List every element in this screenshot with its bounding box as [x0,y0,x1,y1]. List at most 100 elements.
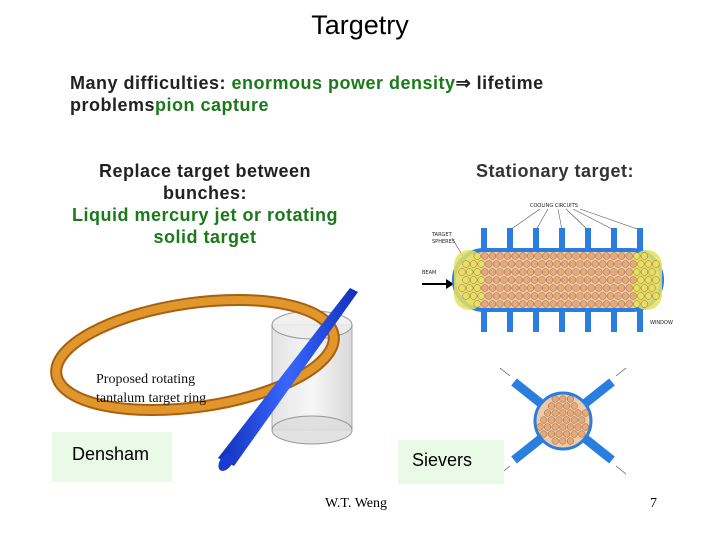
cross-sphere [544,409,552,417]
target-sphere [629,276,637,284]
cross-sphere [551,437,559,445]
diagram-pointer-lines [451,208,641,259]
stationary-target-heading: Stationary target: [475,161,635,181]
target-sphere [644,260,653,268]
intro-part-2: enormous power density [231,73,456,93]
target-sphere [538,292,546,300]
target-sphere [477,292,485,300]
target-sphere [640,284,649,292]
target-sphere [519,252,527,260]
target-sphere [614,292,622,300]
target-sphere [496,268,504,276]
target-sphere [553,292,561,300]
target-sphere [644,292,653,300]
target-sphere [583,276,592,284]
target-sphere [473,252,481,260]
target-sphere [610,300,618,308]
target-sphere [515,260,523,268]
target-sphere [553,260,561,268]
target-sphere [599,292,607,300]
target-sphere [633,284,641,292]
target-sphere [557,252,565,260]
tantalum-ring [50,293,340,417]
target-sphere [572,268,580,276]
target-sphere [511,268,519,276]
target-sphere [526,268,535,276]
target-sphere [561,260,569,268]
target-sphere [496,300,504,308]
target-sphere [579,300,588,308]
target-sphere [541,300,550,308]
target-sphere [541,268,550,276]
target-sphere [488,300,497,308]
cross-sphere [566,409,574,417]
target-sphere [553,276,561,284]
label-beam: BEAM [422,270,436,276]
target-sphere [488,284,497,292]
target-sphere [507,292,516,300]
target-sphere [633,252,641,260]
cooling-pipes-top [481,228,643,250]
target-sphere [564,252,573,260]
target-sphere [515,292,523,300]
target-sphere [545,292,554,300]
target-sphere [458,268,466,276]
target-sphere [545,276,554,284]
target-sphere [621,276,630,284]
target-sphere [462,276,470,284]
target-sphere [557,284,565,292]
target-sphere [625,252,633,260]
target-sphere [576,276,584,284]
replace-target-text: Replace target between bunches: Liquid m… [30,160,380,248]
target-sphere [500,276,508,284]
cross-sphere [563,430,571,438]
target-sphere [500,260,508,268]
target-sphere [485,276,493,284]
target-sphere [523,276,531,284]
target-sphere [637,260,645,268]
target-sphere [523,292,531,300]
cross-sphere [559,409,567,417]
target-sphere [625,284,633,292]
target-sphere [481,268,489,276]
target-sphere [640,300,649,308]
target-spheres [458,252,660,308]
target-sphere [561,292,569,300]
cross-sphere [559,395,567,403]
target-sphere [610,252,618,260]
target-sphere [629,292,637,300]
target-sphere [549,300,557,308]
credit-sievers: Sievers [398,440,504,484]
target-sphere [469,276,478,284]
rotating-target-illustration [50,288,358,471]
intro-part-4: pion capture [155,95,270,115]
cross-sphere [563,416,571,424]
target-sphere [492,292,501,300]
target-sphere [621,260,630,268]
target-sphere [526,252,535,260]
target-sphere [625,268,633,276]
target-sphere [462,292,470,300]
target-sphere [541,252,550,260]
target-sphere [595,300,603,308]
credit-densham: Densham [52,432,172,482]
target-sphere [473,284,481,292]
cross-sphere [551,409,559,417]
cross-sphere [566,423,574,431]
target-sphere [606,276,615,284]
target-sphere [473,300,481,308]
cross-sphere [536,423,544,431]
cross-target-diagram [499,367,627,475]
cross-sphere [570,430,578,438]
target-sphere [606,260,615,268]
cross-sphere [566,395,574,403]
target-sphere [595,268,603,276]
target-sphere [485,292,493,300]
cross-sphere [582,423,590,431]
target-sphere [526,284,535,292]
target-sphere [591,276,599,284]
target-sphere [610,268,618,276]
target-sphere [576,260,584,268]
target-sphere [477,260,485,268]
target-sphere [617,300,626,308]
